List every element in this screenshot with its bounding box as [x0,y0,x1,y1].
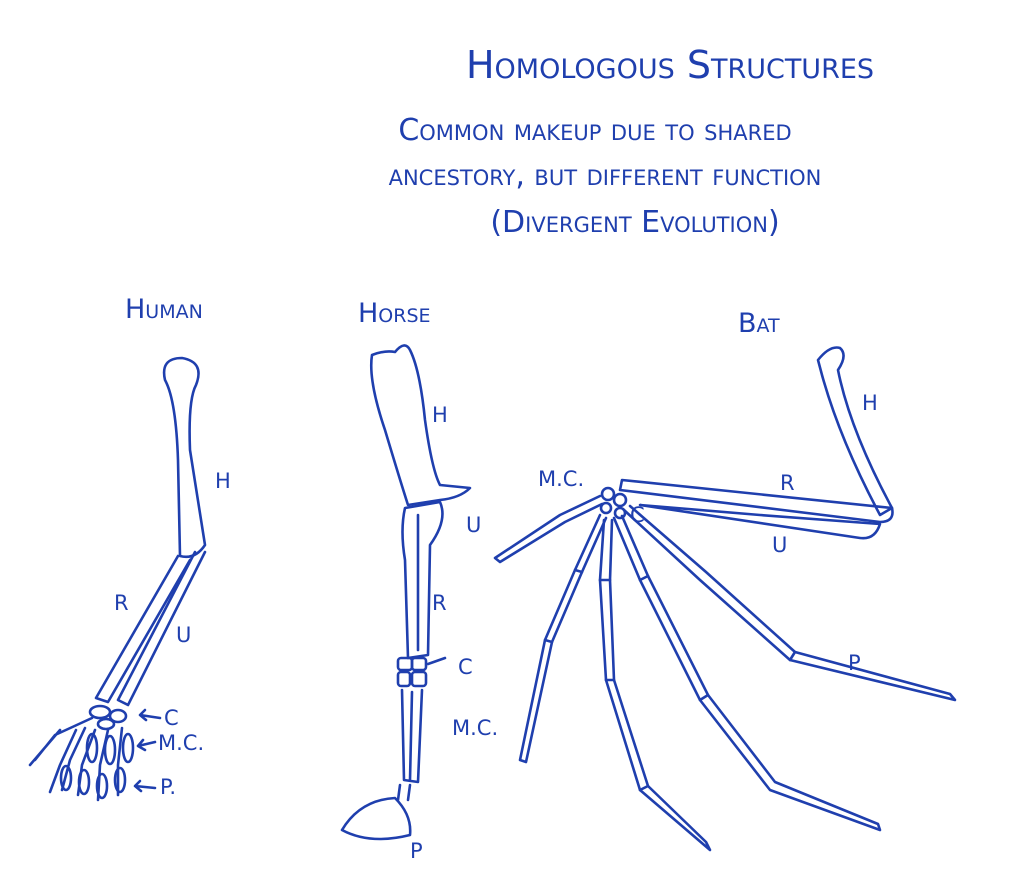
bat-fingers [493,494,957,852]
horse-label: Horse [358,298,431,329]
horse-metacarpal [400,688,424,784]
human-arrow-mc [136,738,157,752]
bat-label-c: C [630,503,645,527]
bat-label-u: U [772,533,787,557]
bat-radius [618,478,894,524]
subtitle-line-2: ancestory, but different function [389,158,822,193]
human-arrow-c [138,708,162,722]
horse-humerus [369,344,472,507]
human-radius [94,554,192,704]
title: Homologous Structures [466,43,874,87]
human-arm: Human H R U C M.C. P. [28,294,231,802]
human-label-u: U [176,623,191,647]
horse-carpals [396,656,447,688]
horse-label-c: C [458,655,473,679]
human-hand [28,704,135,802]
bat-label-r: R [780,471,795,495]
horse-label-mc: M.C. [452,716,498,740]
subtitle-line-3: (Divergent Evolution) [490,205,779,240]
human-label: Human [125,294,203,325]
horse-label-h: H [432,403,448,427]
horse-label-r: R [432,591,447,615]
bat-humerus [816,346,894,517]
bat-label-h: H [862,391,878,415]
bat-label: Bat [738,308,780,339]
human-label-mc: M.C. [158,731,204,755]
horse-leg: Horse H U R C M.C. P [340,298,498,863]
human-ulna [116,550,207,707]
human-humerus [162,356,207,559]
horse-radius-ulna [401,500,444,660]
bat-carpals [599,486,628,520]
bat-wing: Bat H M.C. R C U P [493,308,957,852]
human-label-c: C [164,706,179,730]
human-label-r: R [114,591,129,615]
horse-hoof [340,783,412,841]
bat-label-p: P [848,651,861,675]
human-label-h: H [215,469,231,493]
human-label-p: P. [160,775,176,799]
bat-ulna [638,503,882,540]
subtitle-line-1: Common makeup due to shared [398,113,791,148]
bat-label-mc: M.C. [538,467,584,491]
human-arrow-p [133,779,157,793]
horse-label-p: P [410,839,423,863]
horse-label-u: U [466,513,481,537]
